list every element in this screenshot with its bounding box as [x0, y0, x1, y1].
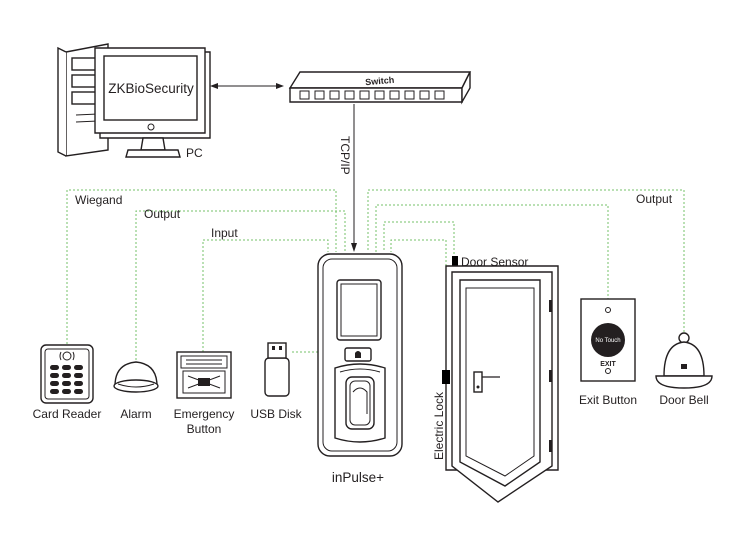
switch-label: Switch	[365, 75, 395, 87]
terminal-label: inPulse+	[332, 470, 384, 485]
switch-port	[419, 90, 430, 100]
wiegand-wire	[66, 189, 337, 348]
keypad-key	[62, 381, 71, 386]
switch-port	[329, 90, 340, 100]
usb-disk-label: USB Disk	[250, 407, 302, 421]
card-reader	[40, 344, 94, 404]
door-handle-icon	[473, 371, 500, 393]
output-doorbell-label: Output	[636, 192, 673, 206]
alarm-label: Alarm	[120, 407, 151, 421]
pc-workstation: ZKBioSecurity PC	[57, 43, 211, 160]
input-label: Input	[211, 226, 238, 240]
keypad-key	[62, 389, 71, 394]
exit-text: EXIT	[600, 361, 616, 368]
door-sensor-label: Door Sensor	[461, 255, 528, 269]
keypad-key	[50, 365, 59, 370]
alarm-icon	[113, 361, 159, 393]
door-sensor-wire	[383, 221, 455, 262]
switch-port	[374, 90, 385, 100]
rfid-icon	[59, 351, 75, 361]
switch-port	[299, 90, 310, 100]
pc-label: PC	[186, 146, 203, 160]
door-bell-label: Door Bell	[659, 393, 708, 407]
emergency-button-icon	[176, 351, 232, 399]
exit-button-label: Exit Button	[579, 393, 637, 407]
keypad-key	[74, 373, 83, 378]
wiegand-label: Wiegand	[75, 193, 122, 207]
switch-port	[389, 90, 400, 100]
keypad-key	[62, 365, 71, 370]
lock-icon	[355, 351, 361, 358]
tcpip-link: TCP/IP	[338, 104, 357, 252]
output-alarm-label: Output	[144, 207, 181, 221]
electric-lock-label: Electric Lock	[432, 391, 446, 460]
keypad-key	[74, 365, 83, 370]
output-doorbell-wire	[367, 189, 685, 336]
pc-switch-link	[210, 83, 284, 89]
switch-port	[404, 90, 415, 100]
keypad-key	[50, 389, 59, 394]
no-touch-text: No Touch	[595, 338, 620, 344]
arrow-right-icon	[276, 83, 284, 89]
switch-port	[434, 90, 445, 100]
keypad-key	[50, 381, 59, 386]
monitor-icon	[94, 47, 211, 158]
electric-lock-block	[442, 370, 450, 384]
door-sensor-block	[452, 256, 458, 266]
keypad	[50, 365, 83, 394]
exit-button-icon: No Touch EXIT	[580, 298, 636, 382]
card-reader-label: Card Reader	[33, 407, 102, 421]
emergency-label-line1: Emergency	[174, 407, 235, 421]
input-wire	[202, 239, 329, 352]
arrow-down-icon	[351, 243, 357, 252]
zkbiosecurity-label: ZKBioSecurity	[108, 81, 194, 96]
keypad-key	[50, 373, 59, 378]
door-bell-icon	[655, 332, 713, 389]
door	[442, 256, 559, 503]
network-switch: Switch	[288, 71, 472, 105]
switch-port	[314, 90, 325, 100]
emergency-label-line2: Button	[187, 422, 222, 436]
inpulse-terminal	[317, 253, 403, 457]
keypad-key	[74, 389, 83, 394]
switch-ports	[299, 90, 445, 100]
usb-disk-icon	[264, 342, 290, 397]
output-alarm-wire	[135, 210, 346, 360]
switch-port	[359, 90, 370, 100]
switch-port	[344, 90, 355, 100]
tcpip-label: TCP/IP	[338, 136, 352, 175]
keypad-key	[74, 381, 83, 386]
arrow-left-icon	[210, 83, 218, 89]
keypad-key	[62, 373, 71, 378]
